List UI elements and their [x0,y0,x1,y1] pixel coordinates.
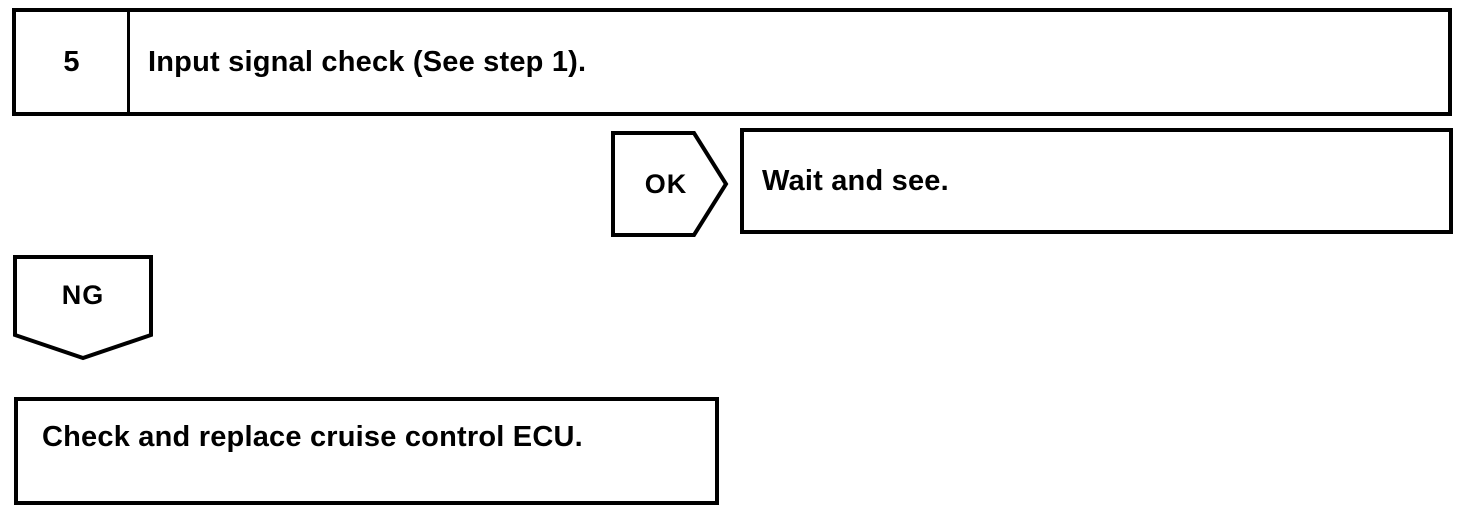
ng-action-box: Check and replace cruise control ECU. [14,397,719,505]
ok-action-text: Wait and see. [762,165,949,197]
step-box: 5 Input signal check (See step 1). [12,8,1452,116]
ng-connector: NG [13,255,153,361]
step-number: 5 [63,46,80,78]
ng-action-text: Check and replace cruise control ECU. [42,421,583,453]
ok-pentagon-right-icon [611,131,729,237]
ok-action-box: Wait and see. [740,128,1453,234]
ok-label: OK [644,168,688,199]
step-title-cell: Input signal check (See step 1). [130,44,1448,80]
step-title: Input signal check (See step 1). [148,46,587,78]
ng-pentagon-down-icon [13,255,153,361]
step-number-cell: 5 [16,12,130,112]
ng-label: NG [61,279,105,310]
ok-connector: OK [611,131,729,237]
